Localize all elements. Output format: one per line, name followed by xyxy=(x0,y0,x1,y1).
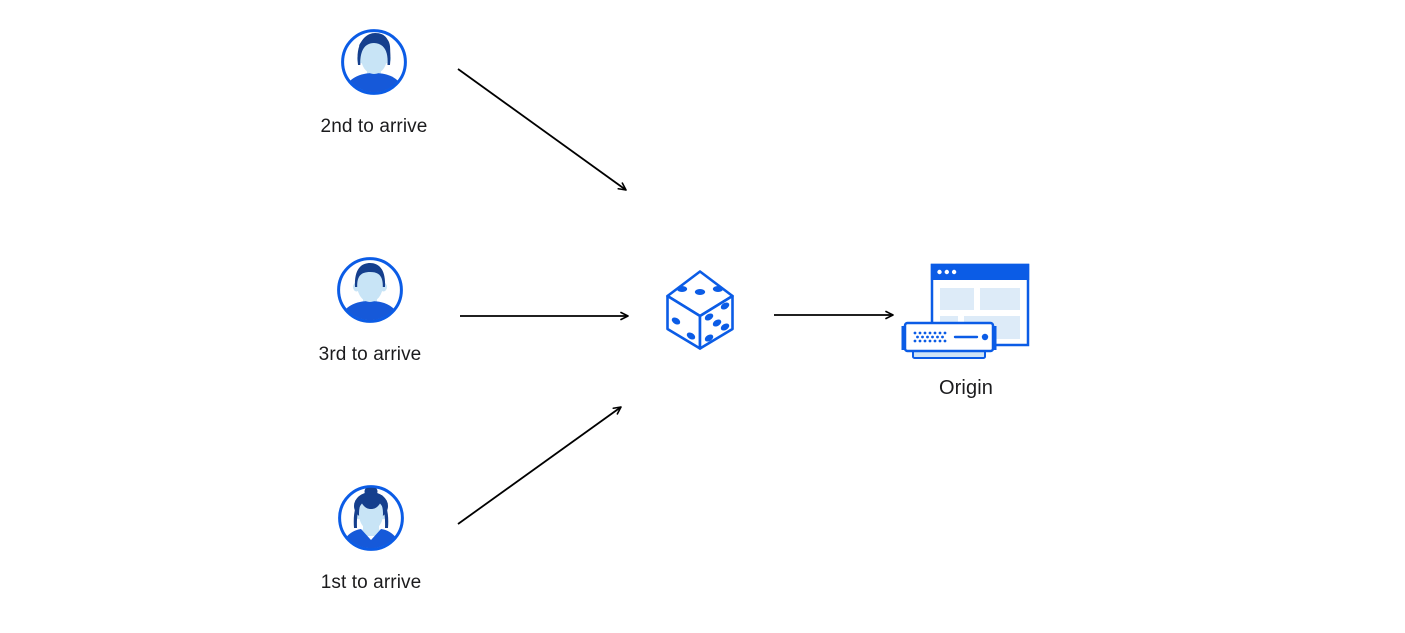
user-avatar-man-swept-hair-icon xyxy=(341,29,407,95)
arrow-client1-to-dice xyxy=(457,406,622,525)
client-node-3rd-to-arrive: 3rd to arrive xyxy=(284,256,456,366)
origin-label: Origin xyxy=(939,377,993,399)
dice-icon xyxy=(666,270,734,350)
server-icon xyxy=(901,321,997,359)
client-node-2nd-to-arrive: 2nd to arrive xyxy=(288,28,460,138)
random-selector-node xyxy=(666,270,734,350)
arrow-client2-to-dice xyxy=(457,68,627,191)
client-label-3rd: 3rd to arrive xyxy=(318,344,422,365)
user-avatar-man-short-hair-icon xyxy=(337,257,403,323)
client-node-1st-to-arrive: 1st to arrive xyxy=(285,484,457,594)
user-avatar-woman-bun-icon xyxy=(338,485,404,551)
browser-window-with-server-icon xyxy=(901,263,1030,359)
origin-node: Origin xyxy=(880,263,1052,400)
client-label-2nd: 2nd to arrive xyxy=(320,116,428,137)
client-label-1st: 1st to arrive xyxy=(320,572,422,593)
